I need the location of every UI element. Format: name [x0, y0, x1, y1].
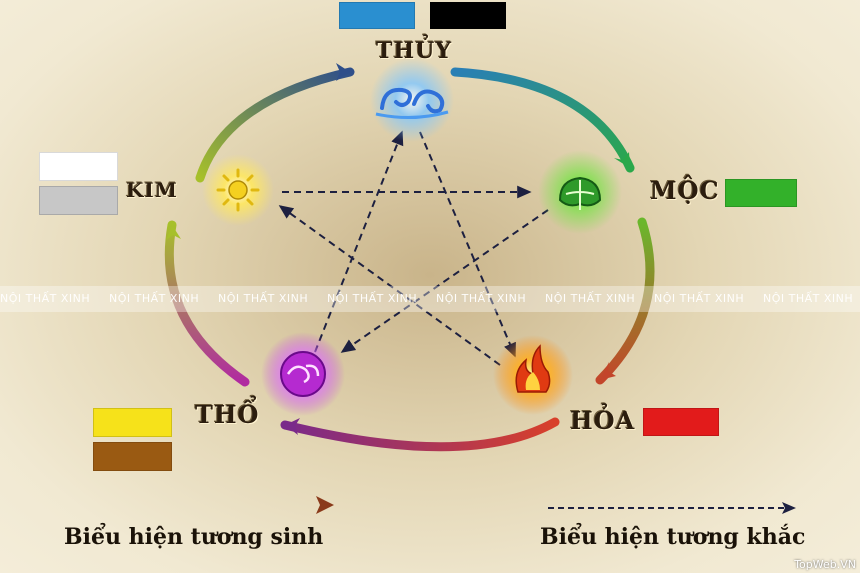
watermark-text: NỘI THẤT XINH — [763, 292, 854, 305]
earth-cloud-icon — [261, 332, 345, 416]
metal-sun-icon — [202, 154, 274, 226]
watermark-text: NỘI THẤT XINH — [0, 292, 91, 305]
generating-cycle — [164, 63, 655, 452]
swatch-thuy-black — [430, 2, 506, 29]
watermark-text: NỘI THẤT XINH — [545, 292, 636, 305]
arc-kim-to-thuy — [195, 67, 355, 183]
legend-overcoming-text: Biểu hiện tương khắc — [540, 524, 806, 550]
arrowhead-hoa-tho — [285, 418, 300, 435]
dash-hoa-to-kim — [278, 205, 501, 366]
swatch-tho-yellow — [93, 408, 172, 437]
legend-generating-text: Biểu hiện tương sinh — [64, 524, 324, 550]
arc-tho-to-kim — [164, 220, 250, 387]
watermark-text: NỘI THẤT XINH — [436, 292, 527, 305]
water-wave-icon — [370, 58, 454, 142]
dash-moc-to-tho — [340, 209, 549, 353]
wood-leaf-icon — [538, 150, 622, 234]
arc-thuy-to-moc — [450, 67, 635, 173]
label-moc: MỘC — [650, 176, 720, 205]
arrowhead-moc-hoa — [600, 362, 616, 380]
watermark-text: NỘI THẤT XINH — [327, 292, 418, 305]
overcoming-cycle — [278, 130, 549, 366]
arrowhead-kim-thuy — [336, 63, 350, 81]
swatch-kim-white — [39, 152, 118, 181]
watermark-text: NỘI THẤT XINH — [109, 292, 200, 305]
dash-thuy-to-hoa — [419, 131, 516, 358]
label-kim: KIM — [126, 178, 178, 202]
label-thuy: THỦY — [376, 38, 453, 64]
fire-flame-icon — [493, 335, 573, 415]
dash-tho-to-thuy — [314, 130, 404, 353]
watermark-text: NỘI THẤT XINH — [218, 292, 309, 305]
swatch-moc-green — [725, 179, 797, 207]
legend-generating-arrow — [57, 496, 334, 514]
swatch-hoa-red — [643, 408, 719, 436]
swatch-tho-brown — [93, 442, 172, 471]
legend-overcoming-arrow — [548, 502, 796, 514]
watermark-band: NỘI THẤT XINH NỘI THẤT XINH NỘI THẤT XINH N… — [0, 286, 860, 312]
arrowhead-tho-kim — [166, 225, 181, 240]
swatch-kim-gray — [39, 186, 118, 215]
swatch-thuy-blue — [339, 2, 415, 29]
watermark-text: NỘI THẤT XINH — [654, 292, 745, 305]
arc-moc-to-hoa — [595, 217, 655, 385]
label-hoa: HỎA — [570, 406, 636, 435]
arrowhead-thuy-moc — [614, 152, 630, 168]
arc-hoa-to-tho — [280, 417, 560, 452]
credit-text: TopWeb.VN — [794, 558, 856, 571]
label-tho: THỔ — [195, 400, 260, 429]
